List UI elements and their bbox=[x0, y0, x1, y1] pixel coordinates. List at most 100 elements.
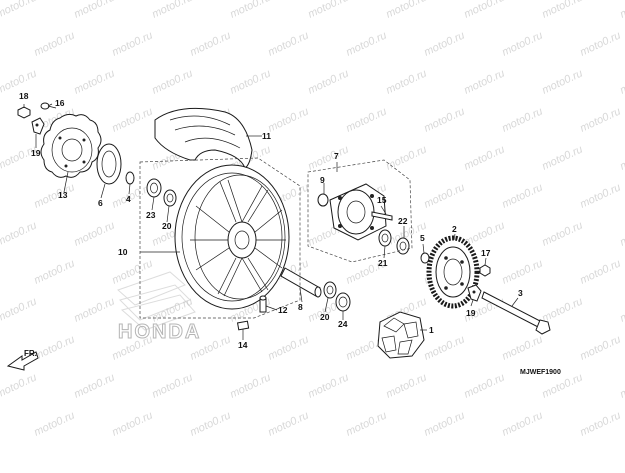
watermark-text: moto0.ru bbox=[266, 333, 310, 362]
watermark-text: moto0.ru bbox=[72, 371, 116, 400]
watermark-text: moto0.ru bbox=[110, 29, 154, 58]
watermark-text: moto0.ru bbox=[32, 333, 76, 362]
leader-lines bbox=[23, 103, 519, 340]
watermark-text: moto0.ru bbox=[422, 181, 466, 210]
driven-sprocket bbox=[426, 235, 480, 309]
disc-bolt bbox=[17, 106, 31, 119]
callout-8: 8 bbox=[298, 302, 303, 312]
watermark-text: moto0.ru bbox=[500, 257, 544, 286]
callout-14: 14 bbox=[238, 340, 248, 350]
watermark-text: moto0.ru bbox=[344, 29, 388, 58]
watermark-text: moto0.ru bbox=[228, 371, 272, 400]
watermark-text: moto0.ru bbox=[618, 0, 625, 21]
watermark-text: moto0.ru bbox=[344, 409, 388, 438]
watermark-text: moto0.ru bbox=[110, 409, 154, 438]
driven-flange-assembly bbox=[329, 183, 387, 241]
axle-spacer bbox=[280, 267, 322, 298]
callout-13: 13 bbox=[58, 190, 68, 200]
watermark-text: moto0.ru bbox=[500, 409, 544, 438]
flange-stud bbox=[371, 211, 393, 221]
callout-16: 16 bbox=[55, 98, 65, 108]
wheel-bearing-left bbox=[146, 178, 162, 198]
watermark-text: moto0.ru bbox=[110, 257, 154, 286]
watermark-text: moto0.ru bbox=[618, 295, 625, 324]
watermark-text: moto0.ru bbox=[188, 29, 232, 58]
watermark-text: moto0.ru bbox=[344, 105, 388, 134]
callout-12: 12 bbox=[278, 305, 288, 315]
watermark-text: moto0.ru bbox=[32, 257, 76, 286]
callout-18: 18 bbox=[19, 91, 29, 101]
callout-15: 15 bbox=[377, 195, 387, 205]
watermark-text: moto0.ru bbox=[578, 333, 622, 362]
watermark-text: moto0.ru bbox=[0, 371, 39, 400]
watermark-text: moto0.ru bbox=[500, 105, 544, 134]
watermark-text: moto0.ru bbox=[188, 409, 232, 438]
watermark-text: moto0.ru bbox=[384, 0, 428, 21]
watermark-text: moto0.ru bbox=[540, 143, 584, 172]
callout-20-right: 20 bbox=[320, 312, 330, 322]
watermark-text: moto0.ru bbox=[72, 295, 116, 324]
wheel-assembly-box bbox=[139, 157, 301, 319]
air-valve bbox=[259, 295, 267, 313]
watermark-text: moto0.ru bbox=[0, 0, 39, 21]
watermark-text: moto0.ru bbox=[618, 67, 625, 96]
watermark-text: moto0.ru bbox=[500, 181, 544, 210]
watermark-text: moto0.ru bbox=[462, 143, 506, 172]
watermark-text: moto0.ru bbox=[422, 105, 466, 134]
watermark-text: moto0.ru bbox=[110, 105, 154, 134]
axle-nut bbox=[479, 264, 491, 277]
watermark-text: moto0.ru bbox=[32, 29, 76, 58]
sensor-bracket bbox=[31, 117, 45, 135]
watermark-text: moto0.ru bbox=[462, 371, 506, 400]
flange-collar bbox=[317, 193, 329, 207]
rear-wheel bbox=[174, 164, 290, 310]
watermark-text: moto0.ru bbox=[540, 219, 584, 248]
chain-adjuster-plate bbox=[467, 284, 482, 302]
flange-seal bbox=[396, 237, 410, 255]
flange-bearing bbox=[378, 229, 392, 247]
callout-6: 6 bbox=[98, 198, 103, 208]
watermark-text: moto0.ru bbox=[32, 181, 76, 210]
watermark-text: moto0.ru bbox=[150, 67, 194, 96]
watermark-text: moto0.ru bbox=[306, 67, 350, 96]
callout-11: 11 bbox=[262, 131, 271, 141]
callout-7: 7 bbox=[334, 151, 339, 161]
callout-22: 22 bbox=[398, 216, 408, 226]
watermark-text: moto0.ru bbox=[0, 295, 39, 324]
watermark-text: moto0.ru bbox=[32, 409, 76, 438]
callout-3: 3 bbox=[518, 288, 523, 298]
wheel-bearing-right bbox=[323, 281, 337, 299]
watermark-text: moto0.ru bbox=[500, 333, 544, 362]
screw bbox=[40, 102, 57, 110]
watermark-text: moto0.ru bbox=[72, 67, 116, 96]
watermark-text: moto0.ru bbox=[422, 333, 466, 362]
callout-2: 2 bbox=[452, 224, 457, 234]
front-label: FR. bbox=[24, 349, 37, 358]
watermark-text: moto0.ru bbox=[72, 0, 116, 21]
watermark-text: moto0.ru bbox=[540, 67, 584, 96]
callout-19-right: 19 bbox=[466, 308, 476, 318]
watermark-text: moto0.ru bbox=[618, 143, 625, 172]
watermark-text: moto0.ru bbox=[72, 219, 116, 248]
watermark-text: moto0.ru bbox=[150, 0, 194, 21]
watermark-text: moto0.ru bbox=[384, 143, 428, 172]
watermark-text: moto0.ru bbox=[578, 409, 622, 438]
honda-wing-watermark bbox=[117, 271, 196, 331]
watermark-text: moto0.ru bbox=[384, 67, 428, 96]
bearing-spacer-left bbox=[163, 189, 177, 207]
dust-seal-right bbox=[335, 292, 351, 312]
watermark-text: moto0.ru bbox=[618, 219, 625, 248]
watermark-text: moto0.ru bbox=[540, 0, 584, 21]
callout-20-left: 20 bbox=[162, 221, 172, 231]
callout-10: 10 bbox=[118, 247, 128, 257]
brake-disc bbox=[40, 113, 102, 178]
watermark-text: moto0.ru bbox=[578, 105, 622, 134]
dust-seal bbox=[96, 143, 122, 185]
watermark-text: moto0.ru bbox=[500, 29, 544, 58]
watermark-text: moto0.ru bbox=[266, 409, 310, 438]
watermark-text: moto0.ru bbox=[384, 371, 428, 400]
callout-21: 21 bbox=[378, 258, 388, 268]
callout-17: 17 bbox=[481, 248, 491, 258]
watermark-text: moto0.ru bbox=[422, 409, 466, 438]
